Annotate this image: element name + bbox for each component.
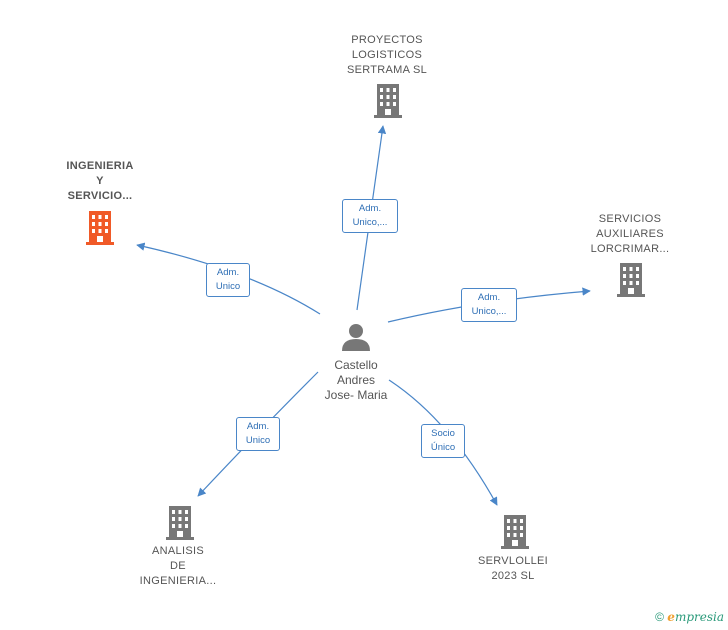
- edge-label-proyectos[interactable]: Adm. Unico,...: [342, 199, 398, 233]
- company-label-analisis[interactable]: ANALISIS DE INGENIERIA...: [139, 545, 217, 587]
- edge-label-servicios[interactable]: Adm. Unico,...: [461, 288, 517, 322]
- company-label-servicios[interactable]: SERVICIOS AUXILIARES LORCRIMAR...: [590, 213, 670, 255]
- person-icon[interactable]: [342, 324, 370, 351]
- edge-label-servlollei[interactable]: Socio Único: [421, 424, 465, 458]
- company-label-ingenieria[interactable]: INGENIERIA Y SERVICIO...: [66, 160, 134, 202]
- building-icon-servicios[interactable]: [617, 263, 645, 297]
- brand-logo-text: mpresia: [674, 610, 724, 624]
- brand-footer[interactable]: © empresia: [655, 610, 724, 624]
- person-label[interactable]: Castello Andres Jose- Maria: [324, 358, 388, 402]
- brand-logo-initial: e: [667, 610, 675, 624]
- building-icon-proyectos[interactable]: [374, 84, 402, 118]
- building-icon-ingenieria[interactable]: [86, 211, 114, 245]
- building-icon-servlollei[interactable]: [501, 515, 529, 549]
- copyright-icon: ©: [655, 610, 664, 624]
- building-icon-analisis[interactable]: [166, 506, 194, 540]
- edge-label-ingenieria[interactable]: Adm. Unico: [206, 263, 250, 297]
- company-label-proyectos[interactable]: PROYECTOS LOGISTICOS SERTRAMA SL: [346, 34, 428, 76]
- company-label-servlollei[interactable]: SERVLOLLEI 2023 SL: [477, 555, 549, 582]
- edge-label-analisis[interactable]: Adm. Unico: [236, 417, 280, 451]
